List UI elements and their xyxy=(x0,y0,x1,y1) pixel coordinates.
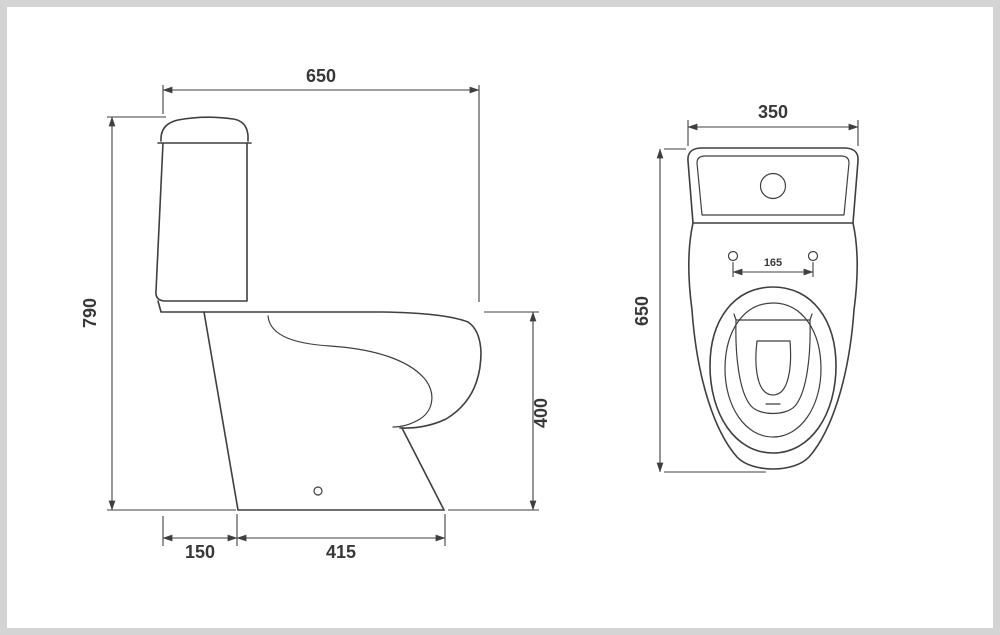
cistern-top-inner-line xyxy=(696,155,850,216)
toilet-top-profile xyxy=(687,147,859,470)
inner-bowl-corner-tick-left xyxy=(733,313,737,321)
cistern-lid xyxy=(160,116,249,142)
water-surface xyxy=(755,340,792,396)
dim-bolt-spacing: 165 xyxy=(732,257,814,277)
dim-side-base: 150 415 xyxy=(162,514,446,562)
dim-label-top-overall-depth: 650 xyxy=(632,296,652,326)
cistern-top-outline xyxy=(687,147,859,224)
seat-outer-ring xyxy=(709,286,837,454)
seat-bolt-hole-right xyxy=(807,250,819,262)
flush-button xyxy=(759,172,787,200)
seat-opening xyxy=(724,302,822,438)
cistern-body xyxy=(155,142,248,302)
dim-top-overall-depth: 650 xyxy=(632,148,766,473)
seat-bolt-hole-left xyxy=(727,250,739,262)
dim-label-rim-height: 400 xyxy=(531,398,551,428)
pedestal-back-edge xyxy=(203,311,239,511)
dim-label-base-offset: 150 xyxy=(185,542,215,562)
dim-side-overall-height: 790 xyxy=(80,116,236,511)
side-view: 650 790 400 150 415 xyxy=(80,66,551,562)
inner-bowl-outline xyxy=(735,319,811,415)
inner-bowl-corner-tick-right xyxy=(809,313,813,321)
bowl-top-outline xyxy=(687,222,859,470)
dim-label-bolt-spacing: 165 xyxy=(764,257,782,269)
bowl-inner-cavity xyxy=(267,315,433,428)
dim-label-overall-depth: 650 xyxy=(306,66,336,86)
dim-label-overall-height: 790 xyxy=(80,298,100,328)
dim-top-overall-width: 350 xyxy=(687,102,859,146)
top-view: 350 650 165 xyxy=(632,102,859,473)
bowl-rim-and-front xyxy=(157,300,482,429)
pedestal-front-edge xyxy=(401,427,445,511)
drain-hole xyxy=(313,486,323,496)
dim-side-rim-height: 400 xyxy=(448,311,551,511)
toilet-side-profile xyxy=(155,116,482,511)
dim-label-base-length: 415 xyxy=(326,542,356,562)
dim-side-overall-depth: 650 xyxy=(162,66,480,302)
dim-label-overall-width: 350 xyxy=(758,102,788,122)
